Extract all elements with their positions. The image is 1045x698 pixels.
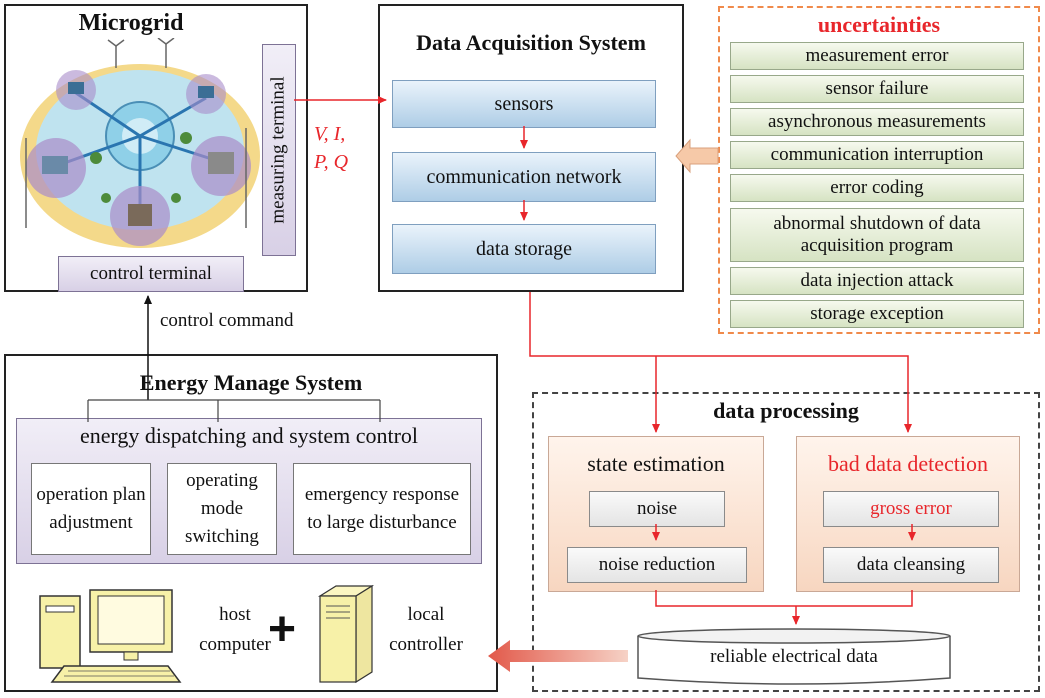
data-processing-title: data processing (713, 398, 859, 423)
reliable-data-cylinder (637, 628, 951, 685)
energy-dispatching-box: energy dispatching and system control op… (16, 418, 482, 564)
host-computer-icon (39, 589, 182, 683)
signal-labels: V, I, P, Q (314, 120, 374, 176)
signal-line-2: P, Q (314, 151, 349, 173)
host-computer-label: host computer (199, 604, 271, 655)
energy-dispatching-title: energy dispatching and system control (79, 423, 419, 448)
noise-box: noise (589, 491, 725, 527)
uncertainty-item: sensor failure (730, 75, 1024, 103)
uncertainties-title: uncertainties (817, 12, 941, 37)
uncertainty-item: communication interruption (730, 141, 1024, 169)
reliable-data-label: reliable electrical data (710, 646, 878, 667)
uncertainty-item: data injection attack (730, 267, 1024, 295)
bad-data-detection-title: bad data detection (827, 451, 989, 476)
sensors-box: sensors (392, 80, 656, 128)
operating-mode-switching: operating mode switching (167, 463, 277, 555)
measuring-terminal: measuring terminal (262, 44, 296, 256)
control-command-label: control command (160, 310, 294, 331)
state-estimation-title: state estimation (587, 451, 725, 476)
plus-icon: + (268, 603, 297, 656)
uncertainty-item: asynchronous measurements (730, 108, 1024, 136)
gross-error-box: gross error (823, 491, 999, 527)
emergency-response: emergency response to large disturbance (293, 463, 471, 555)
data-storage-box: data storage (392, 224, 656, 274)
uncertainty-item: measurement error (730, 42, 1024, 70)
noise-reduction-label: noise reduction (598, 554, 716, 575)
state-estimation-box: state estimation noise noise reduction (548, 436, 764, 592)
operation-plan-adjustment: operation plan adjustment (31, 463, 151, 555)
data-processing-panel: data processing state estimation noise n… (532, 392, 1040, 692)
energy-manage-system-panel: Energy Manage System energy dispatching … (4, 354, 498, 692)
bad-data-detection-box: bad data detection gross error data clea… (796, 436, 1020, 592)
data-cleansing-box: data cleansing (823, 547, 999, 583)
local-controller-label: local controller (389, 604, 463, 655)
control-terminal: control terminal (58, 256, 244, 292)
noise-label: noise (636, 498, 678, 519)
microgrid-panel: Microgrid me (4, 4, 308, 292)
data-storage-label: data storage (475, 237, 573, 260)
uncertainties-panel: uncertainties measurement error sensor f… (718, 6, 1040, 334)
microgrid-illustration (20, 38, 260, 248)
uncertainty-item: error coding (730, 174, 1024, 202)
data-acquisition-panel: Data Acquisition System sensors communic… (378, 4, 684, 292)
ems-title: Energy Manage System (139, 370, 363, 395)
gross-error-label: gross error (870, 498, 952, 519)
communication-network-box: communication network (392, 152, 656, 202)
signal-line-1: V, I, (314, 123, 346, 145)
local-controller-icon (317, 584, 375, 684)
control-terminal-label: control terminal (90, 263, 212, 284)
noise-reduction-box: noise reduction (567, 547, 747, 583)
uncertainty-item: storage exception (730, 300, 1024, 328)
microgrid-title: Microgrid (78, 10, 184, 36)
communication-network-label: communication network (426, 165, 622, 188)
uncertainty-item: abnormal shutdown of data acquisition pr… (730, 208, 1024, 262)
sensors-label: sensors (494, 92, 554, 115)
data-cleansing-label: data cleansing (856, 554, 966, 575)
das-title: Data Acquisition System (416, 30, 646, 55)
